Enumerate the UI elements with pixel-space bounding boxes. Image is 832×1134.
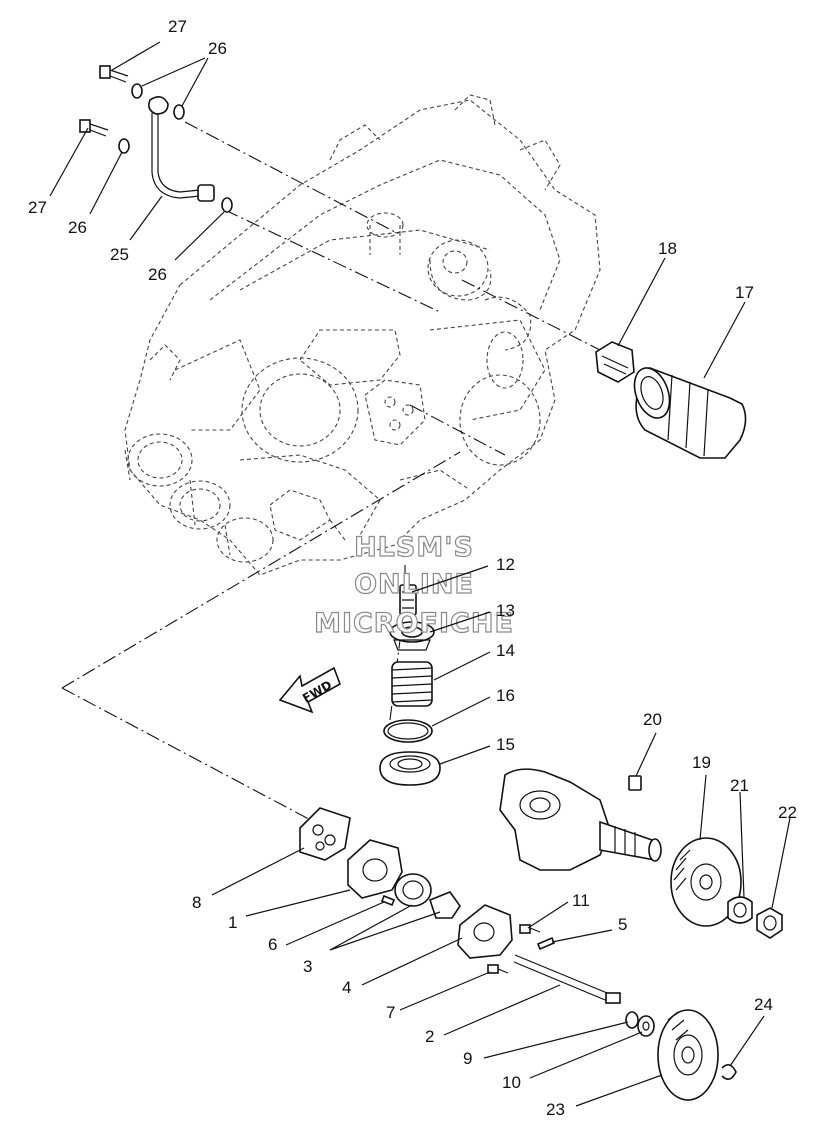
outer-rotor (394, 873, 432, 907)
inner-rotor (429, 891, 461, 919)
callout-15: 15 (496, 735, 515, 754)
callout-27-upper: 27 (168, 17, 187, 36)
callout-20: 20 (643, 710, 662, 729)
driven-gear-lower (657, 1009, 719, 1101)
callout-21: 21 (730, 776, 749, 795)
callout-26-upper: 26 (208, 39, 227, 58)
callout-17: 17 (735, 283, 754, 302)
washer-10 (637, 1015, 655, 1037)
screw-11 (519, 924, 541, 934)
o-ring (383, 719, 433, 743)
callout-14: 14 (496, 641, 515, 660)
oil-pump-body (457, 904, 513, 959)
assembly-center-lines (61, 121, 601, 826)
copper-washers (118, 83, 233, 213)
relief-valve-washer (389, 621, 435, 651)
callout-26-lower: 26 (148, 265, 167, 284)
oil-delivery-pipe (148, 96, 215, 202)
watermark: HLSM'S ONLINE MICROFICHE (313, 531, 514, 639)
drive-gear-upper (670, 837, 742, 927)
callout-3: 3 (303, 957, 312, 976)
oil-seal (379, 751, 441, 786)
callout-1: 1 (228, 913, 237, 932)
callout-16: 16 (496, 686, 515, 705)
callout-8: 8 (192, 893, 201, 912)
key (628, 775, 642, 791)
watermark-line-3: MICROFICHE (314, 608, 514, 639)
callout-6: 6 (268, 935, 277, 954)
callout-labels: 27 26 27 26 25 26 18 17 12 13 14 16 15 2… (28, 17, 797, 1119)
lock-washer (727, 896, 753, 924)
callout-9: 9 (463, 1049, 472, 1068)
oil-pump-cover (347, 839, 403, 899)
callout-24: 24 (754, 995, 773, 1014)
callout-10: 10 (502, 1073, 521, 1092)
oil-pump-gasket (299, 807, 351, 861)
forward-direction-arrow: FWD (278, 666, 341, 714)
callout-19: 19 (692, 753, 711, 772)
callout-23: 23 (546, 1100, 565, 1119)
leader-lines (49, 41, 791, 1107)
watermark-line-2: ONLINE (354, 569, 474, 600)
union-bolt-lower (79, 119, 109, 137)
watermark-line-1: HLSM'S (354, 532, 474, 563)
callout-7: 7 (386, 1003, 395, 1022)
callout-11: 11 (572, 891, 590, 910)
relief-valve-spring (391, 661, 433, 707)
callout-13: 13 (496, 601, 515, 620)
callout-25: 25 (110, 245, 129, 264)
callout-12: 12 (496, 555, 515, 574)
callout-5: 5 (618, 915, 627, 934)
crankcase-housing (124, 94, 601, 576)
callout-18: 18 (658, 239, 677, 258)
oil-filter-stud (595, 341, 635, 383)
union-bolt-upper (99, 65, 129, 83)
circlip-24 (721, 1064, 737, 1080)
callout-22: 22 (778, 803, 797, 822)
oil-filter-cartridge (633, 366, 747, 459)
nut (756, 907, 783, 939)
callout-2: 2 (425, 1027, 434, 1046)
circlip-9 (625, 1011, 639, 1029)
pin-5 (536, 936, 556, 951)
dowel-pin (380, 894, 396, 907)
callout-26-left: 26 (68, 218, 87, 237)
pump-housing (499, 768, 662, 871)
screw-7 (487, 964, 509, 974)
callout-4: 4 (342, 978, 351, 997)
callout-27-lower: 27 (28, 198, 47, 217)
pump-shaft (513, 954, 621, 1004)
